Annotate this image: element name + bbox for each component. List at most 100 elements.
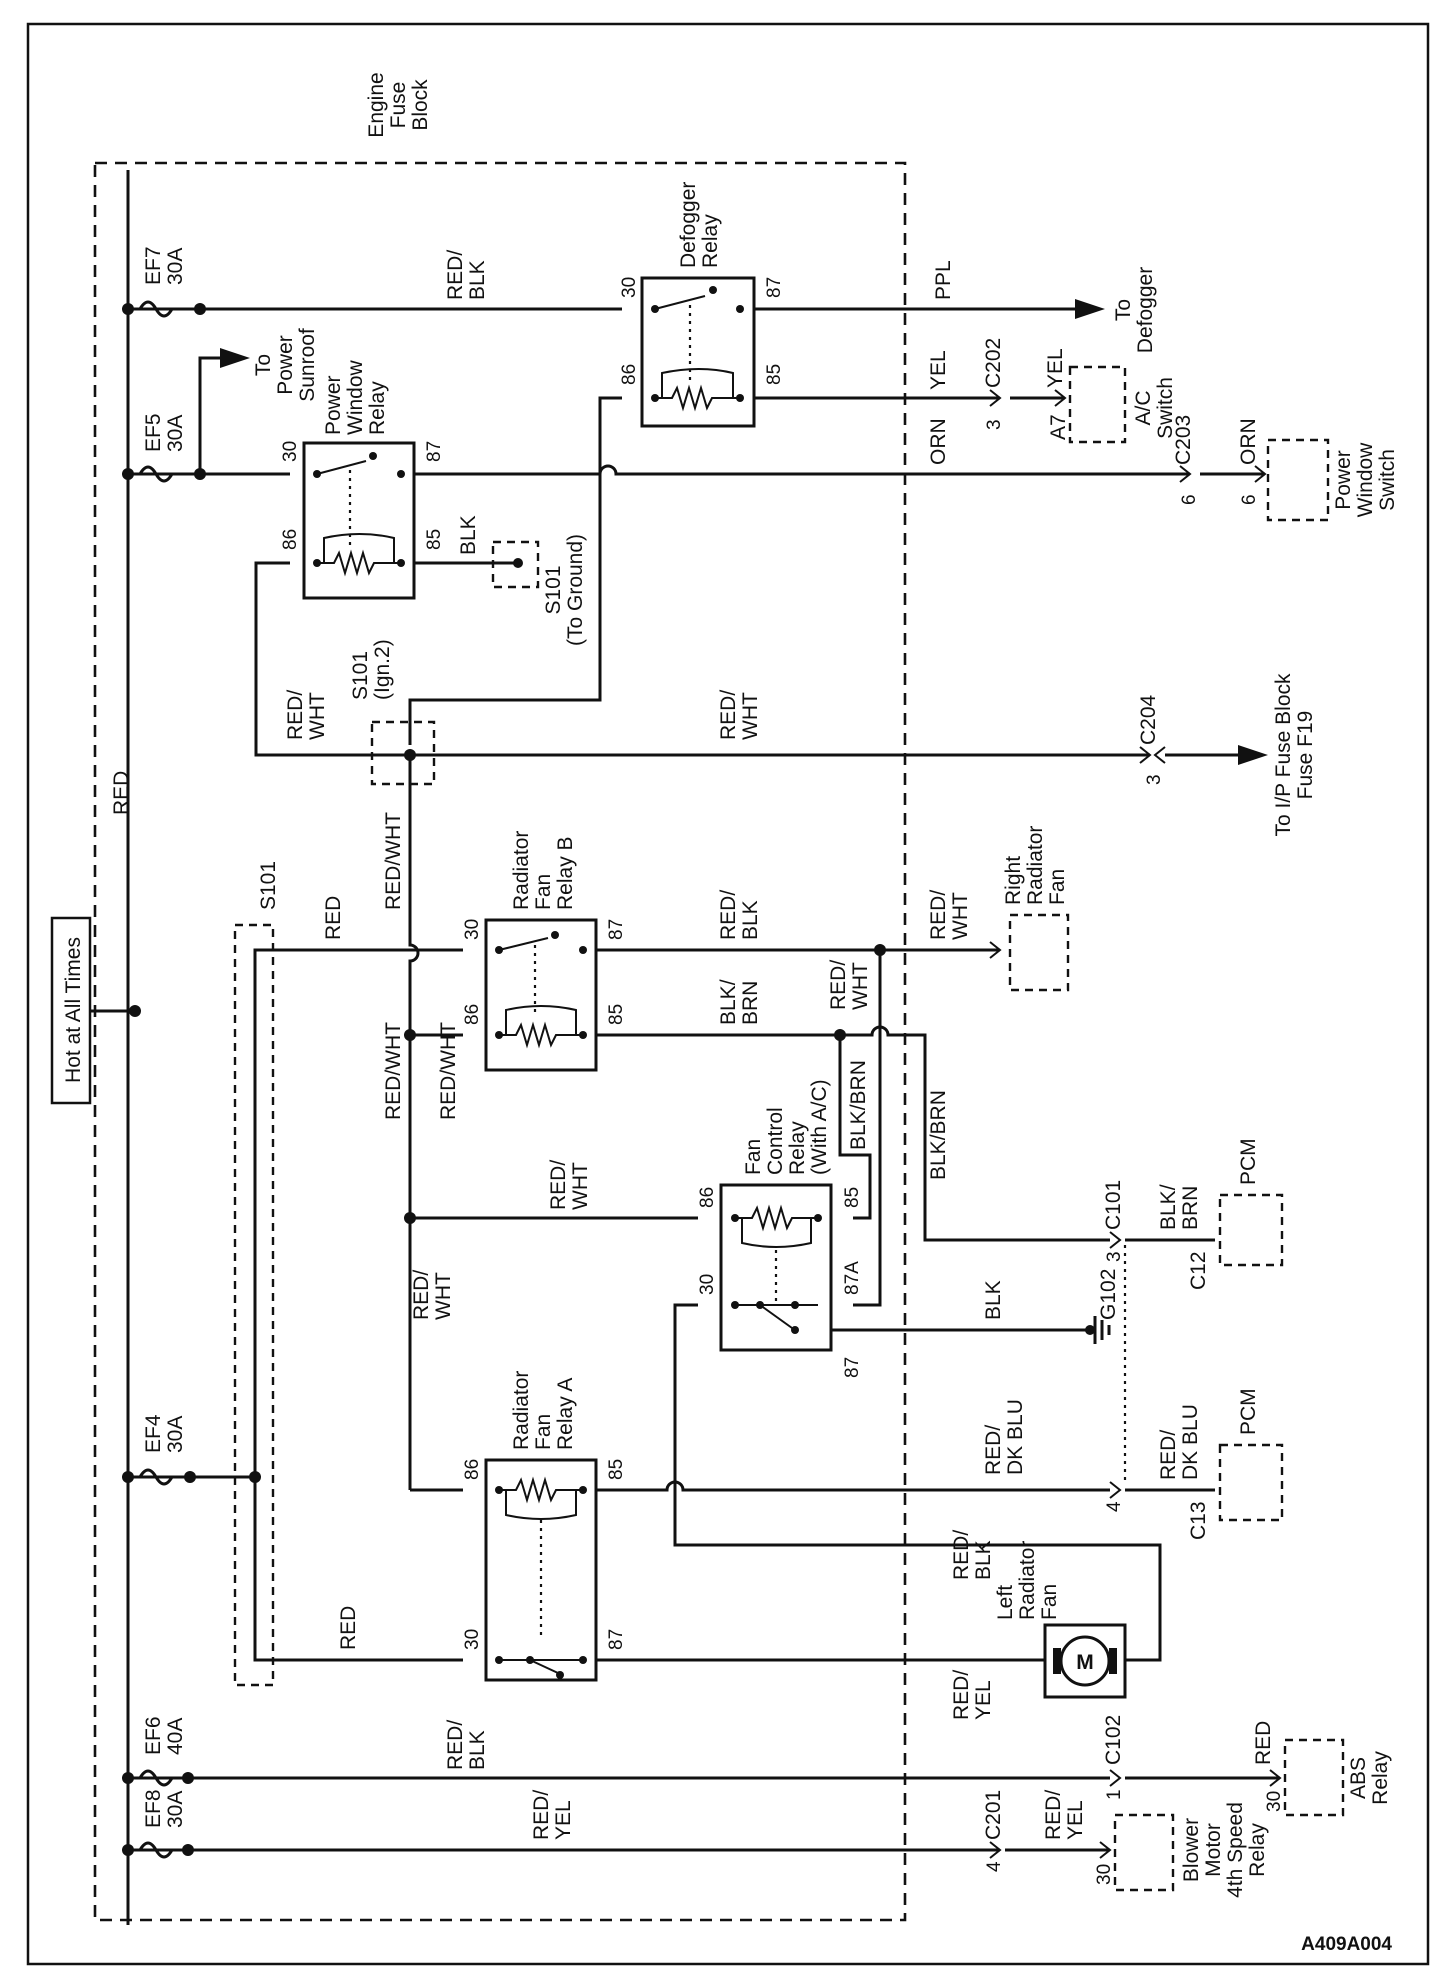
fan-control-pin-86: 86 [697,1187,718,1208]
ac-switch [1068,365,1127,444]
pcm-c13-wire-color-2: DK BLU [1179,1404,1202,1480]
ef6-wire-color-2: BLK [466,1730,489,1770]
ef7-rating: 30A [164,248,187,285]
c204-wire-color-1: RED/ [717,690,740,740]
g102-label: G102 [1097,1269,1120,1320]
defogger-pin-30: 30 [619,277,640,298]
fan-a-label-2: Fan [532,1414,555,1450]
s101-ign2-label-2: (Ign.2) [371,639,394,700]
bus-wire-color: RED [110,771,133,815]
right-radiator-fan [1008,913,1070,992]
pws-label-2: Window [1354,442,1377,518]
left-fan-label-3: Fan [1038,1584,1061,1620]
orn-wire-color-2: ORN [1237,418,1260,465]
s101-ign2-label-1: S101 [349,651,372,700]
to-defogger-2: Defogger [1134,267,1157,353]
fan-control-85-wire [838,1035,872,1220]
c13-connector [1109,1481,1122,1499]
c203-label: C203 [1172,415,1195,465]
fan-control-85-wire-color: BLK/BRN [847,1060,870,1150]
left-fan-label-2: Radiator [1016,1541,1039,1620]
pwr-85-wire-color: BLK [457,515,480,555]
defogger-relay-label-2: Relay [699,214,722,268]
fuse-ef5: EF5 30A [122,413,206,483]
fan-b-87-to-87a-wire [853,950,882,1307]
blower-label-4: Relay [1246,1823,1269,1877]
pcm-c12 [1218,1193,1284,1267]
pwr-relay-label-3: Relay [366,381,389,435]
to-defogger-arrow [1075,299,1105,319]
fan-b-pin-86: 86 [462,1004,483,1025]
c13-label: C13 [1187,1501,1210,1540]
ac-switch-wire-color: YEL [1044,348,1067,388]
s101-ign2-splice [370,720,436,786]
s101-ground-node [513,558,523,568]
c204-connector-2 [1153,746,1166,764]
c204-pin: 3 [1144,774,1165,785]
defogger-wire-color: PPL [932,260,955,300]
defogger-relay [640,276,756,428]
pwr-relay-label-1: Power [322,375,345,435]
fan-a-85-wire-color-1: RED/ [982,1425,1005,1475]
blower-connector [1099,1841,1112,1859]
main-vertical-lower-color-1: RED/ [410,1270,433,1320]
to-sunroof-1: To [252,354,275,376]
defogger-pin-85: 85 [764,364,785,385]
fuse-block-label-2: Fuse [387,82,410,129]
pwr-86-wire-color-2: WHT [306,692,329,740]
defogger-pin-86: 86 [619,364,640,385]
fan-a-30-wire-color: RED [337,1606,360,1650]
s101-label: S101 [257,861,280,910]
fan-a-pin-86: 86 [462,1459,483,1480]
pwr-relay-label-2: Window [344,359,367,435]
fan-a-pin-30: 30 [462,1629,483,1650]
hot-at-all-times-label: Hot at All Times [62,937,85,1083]
right-fan-wire-color-2: WHT [949,892,972,940]
blk-brn-wire-color: BLK/BRN [927,1090,950,1180]
fuse-block-label-1: Engine [365,72,388,137]
ef5-label: EF5 [142,413,165,452]
ef8-wire-color-1: RED/ [530,1790,553,1840]
pcm-c13 [1218,1443,1284,1522]
blower-label-3: 4th Speed [1224,1802,1247,1898]
ef4-to-fan-a-wire [253,1477,463,1662]
main-vertical-wire-color: RED/WHT [382,812,405,910]
power-window-switch [1266,438,1330,522]
fuse-ef4: EF4 30A [122,1414,196,1486]
pwr-86-feed-wire [254,561,410,757]
ip-fuse-label-2: Fuse F19 [1294,711,1317,800]
blower-label-1: Blower [1180,1818,1203,1882]
abs-relay-label-1: ABS [1347,1757,1370,1799]
orn-wire-color-1: ORN [927,418,950,465]
c102-label: C102 [1102,1715,1125,1765]
fan-control-label-1: Fan [742,1139,765,1175]
page-frame [26,22,1430,1966]
left-fan-wire-color-1: RED/ [950,1530,973,1580]
to-sunroof-arrow [220,348,250,368]
fuse-ef8: EF8 30A [122,1789,194,1859]
s101-splice [233,923,275,1687]
fan-b-label-1: Radiator [510,831,533,910]
fan-b-87-wire-color-2: BLK [739,900,762,940]
right-fan-label-2: Radiator [1024,826,1047,905]
ground-icon [1093,1316,1111,1344]
radiator-fan-relay-a [484,1458,598,1682]
fuse-block-label-3: Block [409,79,432,131]
abs-pin: 30 [1264,1791,1285,1812]
c101-connector [1109,1231,1122,1249]
sunroof-wire [198,356,220,474]
fan-b-87-wire-color-1: RED/ [717,890,740,940]
pcm-c12-label: PCM [1237,1138,1260,1185]
c201-label: C201 [982,1790,1005,1840]
fan-control-30-wire [673,1303,1162,1662]
right-fan-wire-color-1: RED/ [927,890,950,940]
fan-control-86-wire-color-2: WHT [569,1162,592,1210]
blk-brn-to-pcm-wire [840,1025,1110,1242]
fan-control-pin-87a: 87A [842,1261,863,1295]
fan-a-pin-85: 85 [606,1459,627,1480]
fan-b-85-wire-color-2: BRN [739,981,762,1025]
blower-label-2: Motor [1202,1823,1225,1877]
fan-control-pin-85: 85 [842,1187,863,1208]
fuse-ef6: EF6 40A [122,1716,194,1787]
